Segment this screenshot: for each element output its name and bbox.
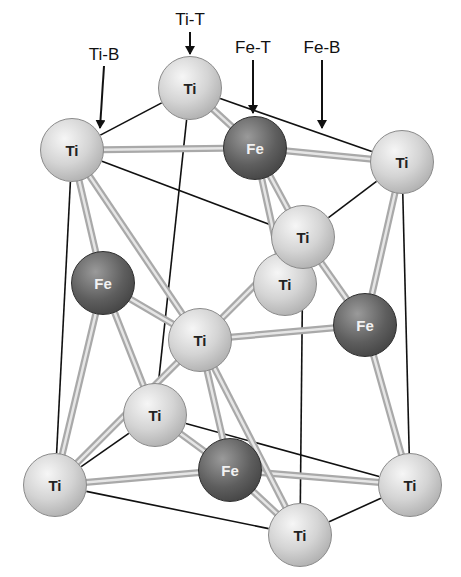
atom-symbol: Ti [193, 332, 206, 349]
bond-rod [260, 472, 380, 482]
atom-symbol: Fe [94, 275, 112, 292]
bond-highlight [269, 174, 289, 210]
bond-highlight [320, 262, 347, 301]
bond-highlight [102, 148, 225, 149]
cell-edge [329, 498, 381, 522]
atom-sphere: Ti [158, 56, 222, 120]
bond-rod [372, 191, 396, 295]
atom-sphere: Ti [23, 453, 87, 517]
bond-highlight [85, 473, 200, 483]
bond-rod [62, 312, 96, 456]
atom-sphere: Ti [168, 308, 232, 372]
bond-highlight [79, 179, 96, 254]
atom-sphere: Fe [71, 251, 135, 315]
bond-highlight [212, 108, 233, 127]
atom-symbol: Ti [296, 229, 309, 246]
atom-sphere: Fe [333, 293, 397, 357]
atom-sphere: Ti [123, 383, 187, 447]
atom-symbol: Ti [293, 527, 306, 544]
site-label: Fe-T [235, 38, 271, 58]
site-label: Ti-B [89, 45, 120, 65]
bond-rod [85, 473, 200, 483]
bond-rod [79, 179, 96, 254]
atom-symbol: Ti [48, 477, 61, 494]
atom-symbol: Fe [356, 317, 374, 334]
atom-symbol: Ti [183, 80, 196, 97]
atom-symbol: Fe [221, 462, 239, 479]
atom-symbol: Ti [148, 407, 161, 424]
bond-rod [212, 108, 233, 127]
bond-rod [230, 328, 335, 338]
bond-highlight [285, 151, 372, 159]
cell-edge [57, 182, 71, 453]
atom-sphere: Ti [378, 453, 442, 517]
site-label: Ti-T [175, 10, 205, 30]
atom-sphere: Fe [198, 438, 262, 502]
atom-sphere: Ti [370, 130, 434, 194]
atom-sphere: Ti [268, 503, 332, 567]
atom-symbol: Ti [403, 477, 416, 494]
cell-edge [403, 194, 409, 453]
cell-edge [100, 103, 161, 135]
bond-rod [320, 262, 347, 301]
cell-edge [329, 181, 377, 217]
bond-rod [252, 490, 278, 514]
bond-rod [129, 298, 174, 325]
bond-rod [102, 148, 225, 149]
atom-symbol: Ti [65, 142, 78, 159]
bond-highlight [372, 191, 396, 295]
pointer-arrow [100, 66, 104, 128]
pointer-arrow [252, 60, 254, 113]
bond-rod [114, 311, 144, 387]
bond-highlight [62, 312, 96, 456]
bond-highlight [373, 354, 402, 456]
atom-symbol: Ti [395, 154, 408, 171]
atom-symbol: Fe [246, 140, 264, 157]
atom-symbol: Ti [278, 276, 291, 293]
bond-highlight [114, 311, 144, 387]
bond-highlight [179, 433, 206, 453]
bond-highlight [260, 472, 380, 482]
pointer-arrow [321, 60, 323, 128]
bond-rod [285, 151, 372, 159]
bond-highlight [230, 328, 335, 338]
bond-rod [373, 354, 402, 456]
bond-highlight [129, 298, 174, 325]
bond-highlight [252, 490, 278, 514]
bond-rod [179, 433, 206, 453]
atom-sphere: Fe [223, 116, 287, 180]
bond-rod [269, 174, 289, 210]
site-label: Fe-B [304, 38, 341, 58]
pointer-arrow [189, 32, 191, 54]
atom-sphere: Ti [40, 118, 104, 182]
atom-sphere: Ti [271, 205, 335, 269]
